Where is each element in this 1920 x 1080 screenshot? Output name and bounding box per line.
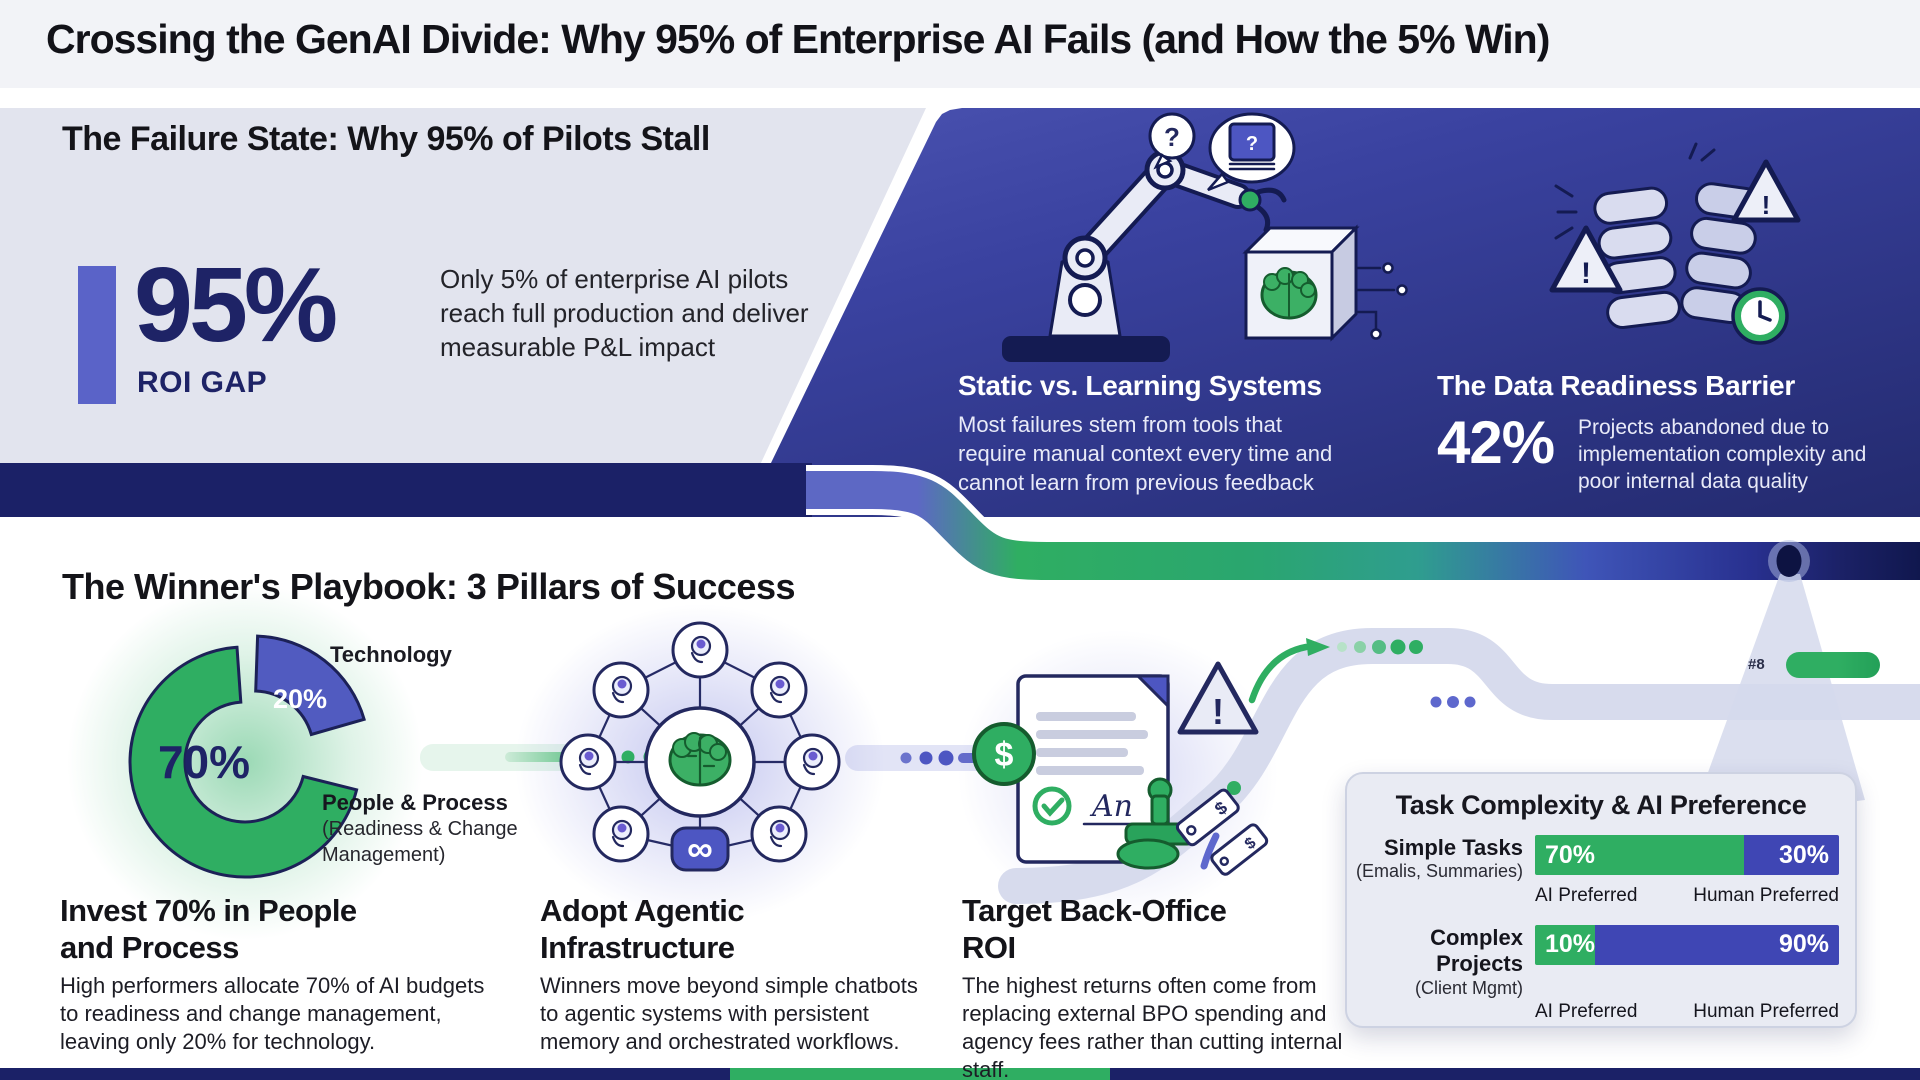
exclamation-icon: !: [1212, 691, 1224, 732]
page-title: Crossing the GenAI Divide: Why 95% of En…: [46, 16, 1550, 62]
bar-segment-human: 30%: [1743, 835, 1839, 875]
roi-gap-label: ROI GAP: [137, 366, 268, 399]
divider-bar: [0, 463, 812, 517]
flow-arrow: [1248, 643, 1310, 704]
donut-label-sub: (Readiness & Change Management): [322, 818, 518, 866]
stacked-bar: 10% 90%: [1535, 924, 1839, 965]
dollar-icon: $: [1211, 797, 1231, 819]
hub-center-circle: [644, 706, 756, 818]
price-tag-icon: $: [1175, 788, 1240, 847]
bar-value-ai: 10%: [1545, 930, 1596, 959]
caption-ai-preferred: AI Preferred: [1535, 1001, 1638, 1023]
pillar2-body: Winners move beyond simple chatbots to a…: [540, 973, 918, 1054]
infinity-badge: [670, 826, 730, 872]
connector1-line: [505, 752, 613, 762]
task-row-complex: Complex Projects (Client Mgmt) 10% 90%: [1347, 924, 1855, 999]
check-circle-icon: [1032, 786, 1072, 826]
dollar-icon: $: [1242, 834, 1260, 853]
donut-label-technology: Technology: [330, 642, 452, 667]
failure-section-heading: The Failure State: Why 95% of Pilots Sta…: [62, 120, 710, 158]
warning-triangle-icon: [1177, 661, 1259, 735]
flow-dots-purple: [1430, 696, 1476, 708]
contract-stamp-icon: An $ $ $ !: [972, 661, 1269, 876]
stat-accent-bar: [78, 266, 116, 404]
caption-ai-preferred: AI Preferred: [1535, 884, 1638, 906]
agent-head-icon: [559, 621, 841, 863]
pillar1-heading: Invest 70% in People and Process: [60, 893, 357, 965]
donut-slice-value: 20%: [273, 684, 327, 714]
hub-glow: [515, 604, 885, 924]
row-sublabel: (Client Mgmt): [1414, 977, 1523, 998]
flow-green-pill: [1786, 652, 1880, 678]
bar-value-ai: 70%: [1545, 840, 1596, 869]
donut-label-bold: People & Process: [322, 790, 508, 815]
donut-glow: [67, 584, 423, 940]
flow-tag-label: #8: [1748, 656, 1765, 673]
flow-node-halo: [1768, 540, 1810, 582]
task-card-title: Task Complexity & AI Preference: [1395, 790, 1807, 820]
data-readiness-value: 42%: [1437, 409, 1555, 476]
connector2-dots: [900, 750, 954, 766]
bar-value-human: 90%: [1778, 930, 1829, 959]
task-row-simple: Simple Tasks (Emalis, Summaries) 70% 30%: [1347, 835, 1855, 883]
bar-segment-ai: 70%: [1535, 835, 1744, 875]
infinity-icon: ∞: [687, 828, 713, 869]
brain-icon: [668, 732, 732, 787]
flow-node: [1776, 545, 1802, 577]
stacked-bar: 70% 30%: [1535, 835, 1839, 875]
donut-center-value: 70%: [158, 736, 250, 788]
caption-human-preferred: Human Preferred: [1693, 884, 1839, 906]
agentic-network-icon: ∞: [559, 621, 841, 872]
dollar-badge-icon: [972, 722, 1036, 786]
flow-arrowhead: [1306, 638, 1330, 656]
pillar2-heading: Adopt Agentic Infrastructure: [540, 893, 745, 965]
data-readiness-heading: The Data Readiness Barrier: [1437, 370, 1795, 401]
roi-gap-value: 95%: [134, 246, 338, 364]
stamp-icon: [1116, 777, 1196, 870]
connector2-underlay: [845, 745, 995, 771]
price-tag-icon: $: [1210, 823, 1269, 876]
bar-segment-ai: 10%: [1535, 924, 1596, 965]
title-strip: [0, 0, 1920, 88]
connector2-line: [958, 753, 994, 763]
static-systems-heading: Static vs. Learning Systems: [958, 370, 1322, 401]
connector1-dot: [643, 748, 661, 766]
connector1-dot: [621, 750, 635, 764]
pillar1-body: High performers allocate 70% of AI budge…: [60, 973, 485, 1054]
bar-value-human: 30%: [1778, 840, 1829, 869]
document: [1016, 674, 1170, 864]
task-complexity-card: Task Complexity & AI Preference Simple T…: [1345, 772, 1857, 1028]
signature-text: An: [1089, 789, 1133, 824]
folded-corner: [1134, 674, 1170, 710]
roi-gap-description: Only 5% of enterprise AI pilots reach fu…: [440, 264, 809, 362]
bar-segment-human: 90%: [1595, 924, 1839, 965]
pillar3-glow: [958, 630, 1278, 920]
caption-human-preferred: Human Preferred: [1693, 1001, 1839, 1023]
playbook-section-heading: The Winner's Playbook: 3 Pillars of Succ…: [62, 566, 796, 607]
static-systems-body: Most failures stem from tools that requi…: [958, 412, 1333, 495]
dollar-icon: $: [995, 736, 1014, 774]
row-label: Simple Tasks: [1384, 835, 1523, 860]
pillar3-heading: Target Back-Office ROI: [962, 893, 1227, 965]
document-lines: [1036, 712, 1148, 775]
bottom-bar-green-segment: [730, 1068, 1110, 1080]
pillar3-body: The highest returns often come from repl…: [962, 973, 1343, 1080]
row-sublabel: (Emalis, Summaries): [1355, 861, 1523, 882]
flow-streak-blue: [1200, 832, 1220, 870]
failure-panel: [0, 108, 926, 465]
row-label: Complex Projects: [1430, 924, 1523, 977]
connector1-underlay: [420, 744, 615, 771]
data-readiness-body: Projects abandoned due to implementation…: [1578, 416, 1867, 493]
donut-label-people-process: People & Process (Readiness & Change Man…: [322, 790, 527, 868]
